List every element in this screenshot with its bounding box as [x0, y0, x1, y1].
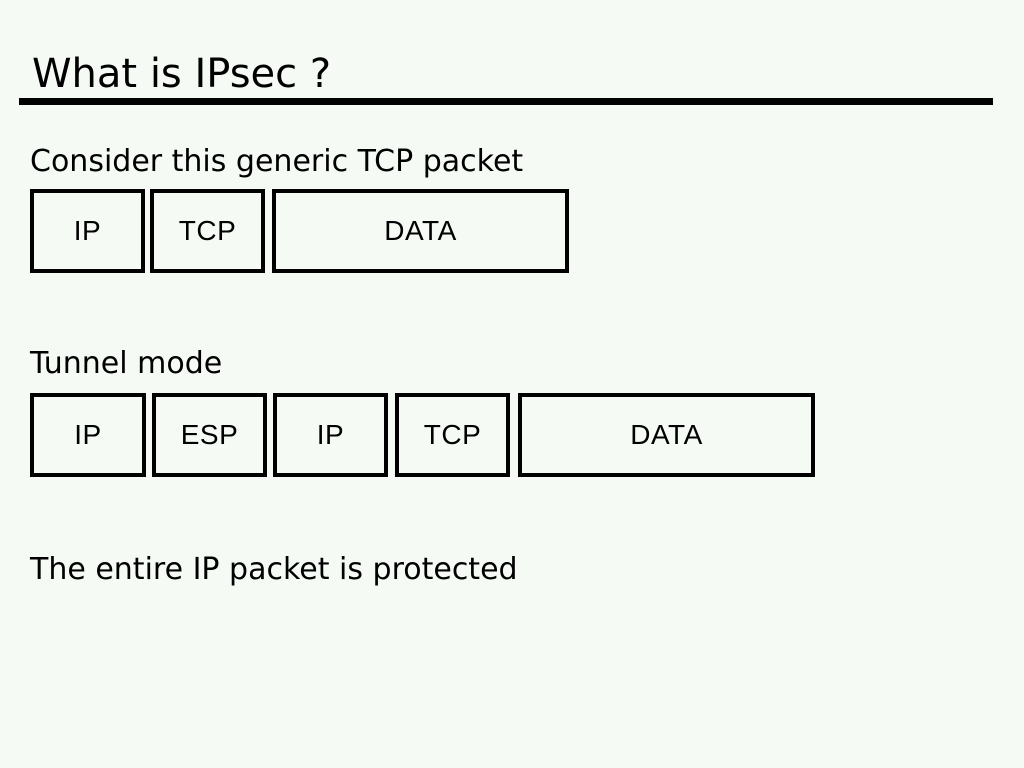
packet-field-data: DATA [272, 189, 569, 273]
packet-field-label: IP [316, 419, 345, 450]
packet-field-outer-ip: IP [30, 393, 146, 477]
packet-field-ip: IP [30, 189, 145, 273]
protection-note: The entire IP packet is protected [30, 552, 518, 587]
packet-field-label: ESP [180, 419, 239, 450]
generic-packet-diagram: IP TCP DATA [30, 189, 569, 273]
packet-field-label: DATA [630, 419, 703, 450]
tunnel-mode-caption: Tunnel mode [30, 346, 223, 381]
packet-field-label: IP [73, 215, 102, 246]
packet-field-inner-ip: IP [273, 393, 388, 477]
packet-field-label: IP [74, 419, 102, 450]
packet-field-label: DATA [384, 215, 457, 246]
packet-field-esp: ESP [152, 393, 267, 477]
generic-packet-caption: Consider this generic TCP packet [30, 144, 524, 179]
packet-field-label: TCP [423, 419, 482, 450]
packet-field-label: TCP [178, 215, 237, 246]
packet-field-data: DATA [518, 393, 815, 477]
slide-title: What is IPsec ? [32, 51, 332, 97]
tunnel-mode-packet-diagram: IP ESP IP TCP DATA [30, 393, 815, 477]
packet-field-tcp: TCP [395, 393, 510, 477]
packet-field-tcp: TCP [150, 189, 265, 273]
title-underline-rule [19, 98, 993, 105]
